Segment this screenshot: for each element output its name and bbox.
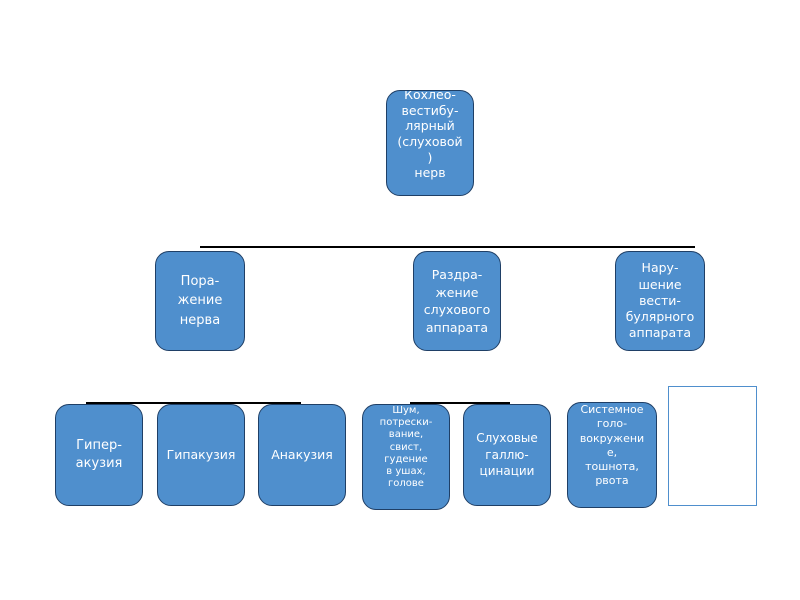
node-vestibular-disorder: Нару- шение вести- булярного аппарата [615, 251, 705, 351]
connector-root-bar [200, 246, 695, 248]
node-hyperacusis: Гипер- акузия [55, 404, 143, 506]
node-systemic-vertigo: Системное голо- вокружени е, тошнота, рв… [567, 402, 657, 508]
connector-level2-left-bar [86, 402, 301, 404]
node-hypacusis: Гипакузия [157, 404, 245, 506]
node-hypacusis-label: Гипакузия [166, 446, 236, 462]
node-auditory-irritation: Раздра- жение слухового аппарата [413, 251, 501, 351]
node-auditory-hallucinations: Слуховые галлю- цинации [463, 404, 551, 506]
node-hyperacusis-label: Гипер- акузия [75, 438, 123, 471]
empty-node [668, 386, 757, 506]
connector-level2-middle-bar [410, 402, 510, 404]
node-tinnitus-label: Шум, потрески- вание, свист, гудение в у… [379, 405, 433, 490]
node-anacusis-label: Анакузия [271, 446, 333, 462]
node-auditory-irritation-label: Раздра- жение слухового аппарата [423, 267, 491, 335]
root-node: Кохлео- вестибу- лярный (слуховой ) нерв [386, 90, 474, 196]
root-node-label: Кохлео- вестибу- лярный (слуховой ) нерв [397, 90, 463, 181]
node-nerve-damage-label: Пора- жение нерва [177, 273, 223, 328]
node-auditory-hallucinations-label: Слуховые галлю- цинации [476, 430, 538, 479]
node-nerve-damage: Пора- жение нерва [155, 251, 245, 351]
node-vestibular-disorder-label: Нару- шение вести- булярного аппарата [625, 260, 695, 341]
node-systemic-vertigo-label: Системное голо- вокружени е, тошнота, рв… [579, 403, 645, 488]
node-tinnitus: Шум, потрески- вание, свист, гудение в у… [362, 404, 450, 510]
node-anacusis: Анакузия [258, 404, 346, 506]
